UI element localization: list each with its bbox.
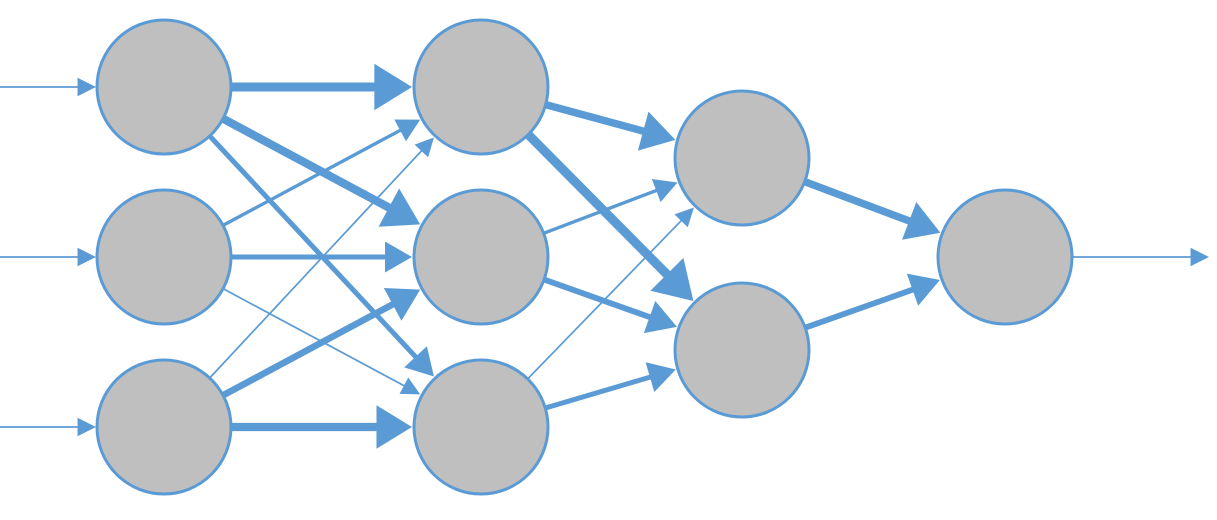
neuron-node-n1-1 xyxy=(95,188,233,326)
connections-layer xyxy=(208,63,941,449)
connection-n2-0-to-n3-1-arrowhead xyxy=(650,257,694,302)
connection-n1-1-to-n2-0-arrowhead xyxy=(394,119,421,142)
connection-n1-1-to-n2-1-arrowhead xyxy=(385,241,412,273)
connection-n2-2-to-n3-1-arrowhead xyxy=(645,362,676,393)
connection-n1-1-to-n2-2-arrowhead xyxy=(399,377,421,395)
connection-n2-0-to-n3-0-line xyxy=(545,101,646,135)
connection-n1-2-to-n2-1-arrowhead xyxy=(383,287,421,321)
connection-n1-2-to-n2-2-arrowhead xyxy=(376,405,412,449)
connection-n2-1-to-n3-1-arrowhead xyxy=(643,300,678,334)
connection-n1-2-to-n2-0-line xyxy=(209,149,423,378)
connection-n2-2-to-n3-1-line xyxy=(545,374,652,411)
connection-n1-1-to-n2-2-line xyxy=(223,288,406,387)
connection-n1-1-to-n2-0 xyxy=(223,119,421,227)
connection-n1-2-to-n2-1 xyxy=(222,287,421,398)
neuron-node-n3-0 xyxy=(673,89,811,227)
connection-n3-1-to-n4-0-arrowhead xyxy=(906,273,940,306)
input-arrow-2-arrowhead xyxy=(77,417,96,437)
connection-n2-0-to-n3-0 xyxy=(545,101,676,151)
connection-n3-1-to-n4-0-line xyxy=(805,286,915,331)
neuron-node-n2-2 xyxy=(412,358,550,496)
connection-n2-1-to-n3-1 xyxy=(544,277,678,334)
neuron-node-n2-0 xyxy=(412,18,550,156)
input-arrow-1 xyxy=(0,247,96,267)
nodes-layer xyxy=(95,18,1074,496)
connection-n1-0-to-n2-2-line xyxy=(208,135,419,360)
connection-n2-0-to-n3-0-arrowhead xyxy=(637,111,676,151)
output-arrow-0 xyxy=(1073,247,1209,267)
connection-n1-1-to-n2-1 xyxy=(232,241,412,273)
neuron-node-n2-1 xyxy=(412,188,550,326)
output-arrow-0-arrowhead xyxy=(1190,247,1209,267)
connection-n2-1-to-n3-0-arrowhead xyxy=(651,178,678,203)
connection-n3-0-to-n4-0-line xyxy=(804,178,912,225)
connection-n2-1-to-n3-0-line xyxy=(543,188,658,235)
input-arrow-0 xyxy=(0,77,96,97)
connection-n2-1-to-n3-0 xyxy=(543,178,678,235)
input-arrow-2 xyxy=(0,417,96,437)
neuron-node-n3-1 xyxy=(673,281,811,419)
input-arrow-1-arrowhead xyxy=(77,247,96,267)
connection-n1-1-to-n2-0-line xyxy=(223,128,402,227)
connection-n2-2-to-n3-0 xyxy=(527,207,694,379)
neuron-node-n1-2 xyxy=(95,358,233,496)
connection-n2-0-to-n3-1 xyxy=(525,132,694,302)
io-arrows-layer xyxy=(0,77,1209,437)
connection-n1-0-to-n2-2-arrowhead xyxy=(404,346,434,377)
neuron-node-n4-0 xyxy=(936,188,1074,326)
connection-n1-1-to-n2-2 xyxy=(223,288,421,395)
input-arrow-0-arrowhead xyxy=(77,77,96,97)
connection-n2-2-to-n3-0-line xyxy=(527,219,683,379)
connection-n1-0-to-n2-2 xyxy=(208,135,434,377)
connection-n1-0-to-n2-0-arrowhead xyxy=(374,63,412,111)
connection-n1-2-to-n2-0 xyxy=(209,137,434,378)
connection-n1-0-to-n2-1-line xyxy=(221,115,392,212)
connection-n1-2-to-n2-2 xyxy=(232,405,412,449)
connection-n1-0-to-n2-0 xyxy=(232,63,412,111)
connection-n3-0-to-n4-0 xyxy=(804,178,941,240)
connection-n2-1-to-n3-1-line xyxy=(544,277,652,321)
neuron-node-n1-0 xyxy=(95,18,233,156)
connection-n1-0-to-n2-1-arrowhead xyxy=(378,188,421,227)
connection-n2-2-to-n3-0-arrowhead xyxy=(674,207,694,228)
connection-n2-0-to-n3-1-line xyxy=(525,132,671,279)
connection-n1-2-to-n2-1-line xyxy=(222,300,396,398)
connection-n1-0-to-n2-1 xyxy=(221,115,421,227)
connection-n3-0-to-n4-0-arrowhead xyxy=(902,202,941,240)
connection-n2-2-to-n3-1 xyxy=(545,362,676,411)
connection-n3-1-to-n4-0 xyxy=(805,273,940,331)
connection-n1-2-to-n2-0-arrowhead xyxy=(414,137,434,158)
